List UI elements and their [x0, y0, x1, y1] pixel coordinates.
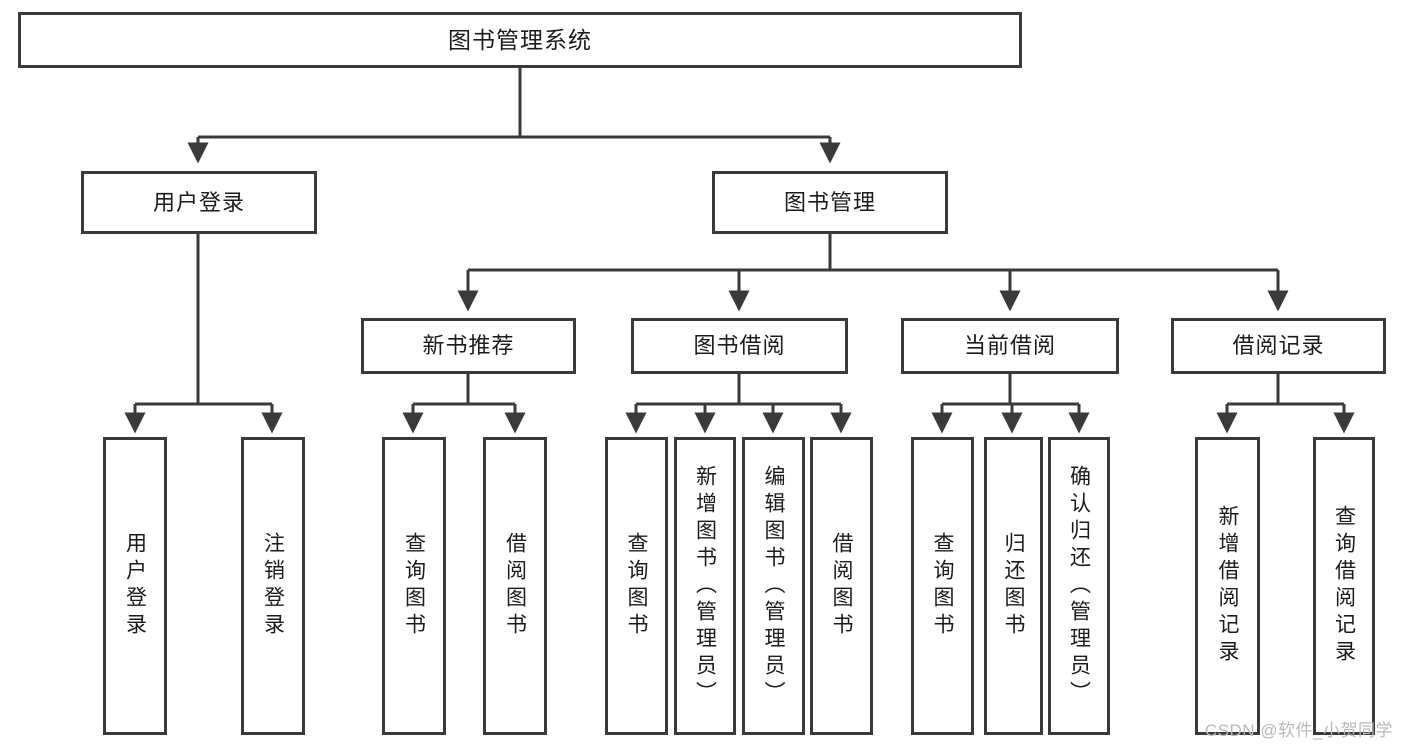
- node-leaf-query-book-current[interactable]: 查询图书: [911, 437, 974, 735]
- node-current-borrow[interactable]: 当前借阅: [901, 318, 1119, 374]
- node-book-borrow[interactable]: 图书借阅: [631, 318, 848, 374]
- node-leaf-logout[interactable]: 注销登录: [241, 437, 305, 735]
- node-current-borrow-label: 当前借阅: [963, 333, 1056, 359]
- node-leaf-add-borrow-record-label: 新增借阅记录: [1216, 505, 1239, 667]
- node-leaf-query-book-new-label: 查询图书: [402, 532, 426, 640]
- node-leaf-query-borrow-record[interactable]: 查询借阅记录: [1313, 437, 1375, 735]
- node-leaf-borrow-book-new[interactable]: 借阅图书: [483, 437, 547, 735]
- watermark: CSDN @软件_小贺同学: [1204, 721, 1393, 740]
- node-user-login[interactable]: 用户登录: [81, 171, 317, 234]
- node-leaf-logout-label: 注销登录: [261, 532, 285, 640]
- node-leaf-user-login[interactable]: 用户登录: [103, 437, 167, 735]
- node-leaf-return-book-label: 归还图书: [1002, 532, 1025, 640]
- node-leaf-edit-book-admin-label: 编辑图书（管理员）: [762, 464, 785, 708]
- node-root[interactable]: 图书管理系统: [18, 12, 1022, 68]
- node-root-label: 图书管理系统: [448, 26, 592, 53]
- node-leaf-confirm-return-admin-label: 确认归还（管理员）: [1067, 464, 1091, 708]
- node-leaf-add-book-admin-label: 新增图书（管理员）: [693, 464, 717, 708]
- node-leaf-borrow-book[interactable]: 借阅图书: [810, 437, 873, 735]
- node-leaf-query-book-borrow[interactable]: 查询图书: [605, 437, 668, 735]
- node-book-borrow-label: 图书借阅: [693, 333, 786, 359]
- node-leaf-query-book-current-label: 查询图书: [931, 532, 954, 640]
- node-new-book-recommend-label: 新书推荐: [422, 333, 515, 359]
- node-leaf-return-book[interactable]: 归还图书: [984, 437, 1043, 735]
- node-leaf-edit-book-admin[interactable]: 编辑图书（管理员）: [742, 437, 805, 735]
- node-leaf-borrow-book-new-label: 借阅图书: [503, 532, 527, 640]
- node-leaf-borrow-book-label: 借阅图书: [830, 532, 853, 640]
- node-leaf-query-book-borrow-label: 查询图书: [625, 532, 648, 640]
- node-leaf-user-login-label: 用户登录: [123, 532, 147, 640]
- node-leaf-query-book-new[interactable]: 查询图书: [382, 437, 446, 735]
- node-leaf-query-borrow-record-label: 查询借阅记录: [1332, 505, 1356, 667]
- node-borrow-record[interactable]: 借阅记录: [1171, 318, 1386, 374]
- node-new-book-recommend[interactable]: 新书推荐: [361, 318, 576, 374]
- node-book-management-label: 图书管理: [783, 189, 876, 215]
- node-borrow-record-label: 借阅记录: [1232, 333, 1325, 359]
- node-user-login-label: 用户登录: [152, 189, 245, 215]
- node-leaf-add-book-admin[interactable]: 新增图书（管理员）: [674, 437, 736, 735]
- node-book-management[interactable]: 图书管理: [712, 171, 948, 234]
- node-leaf-add-borrow-record[interactable]: 新增借阅记录: [1195, 437, 1260, 735]
- node-leaf-confirm-return-admin[interactable]: 确认归还（管理员）: [1048, 437, 1110, 735]
